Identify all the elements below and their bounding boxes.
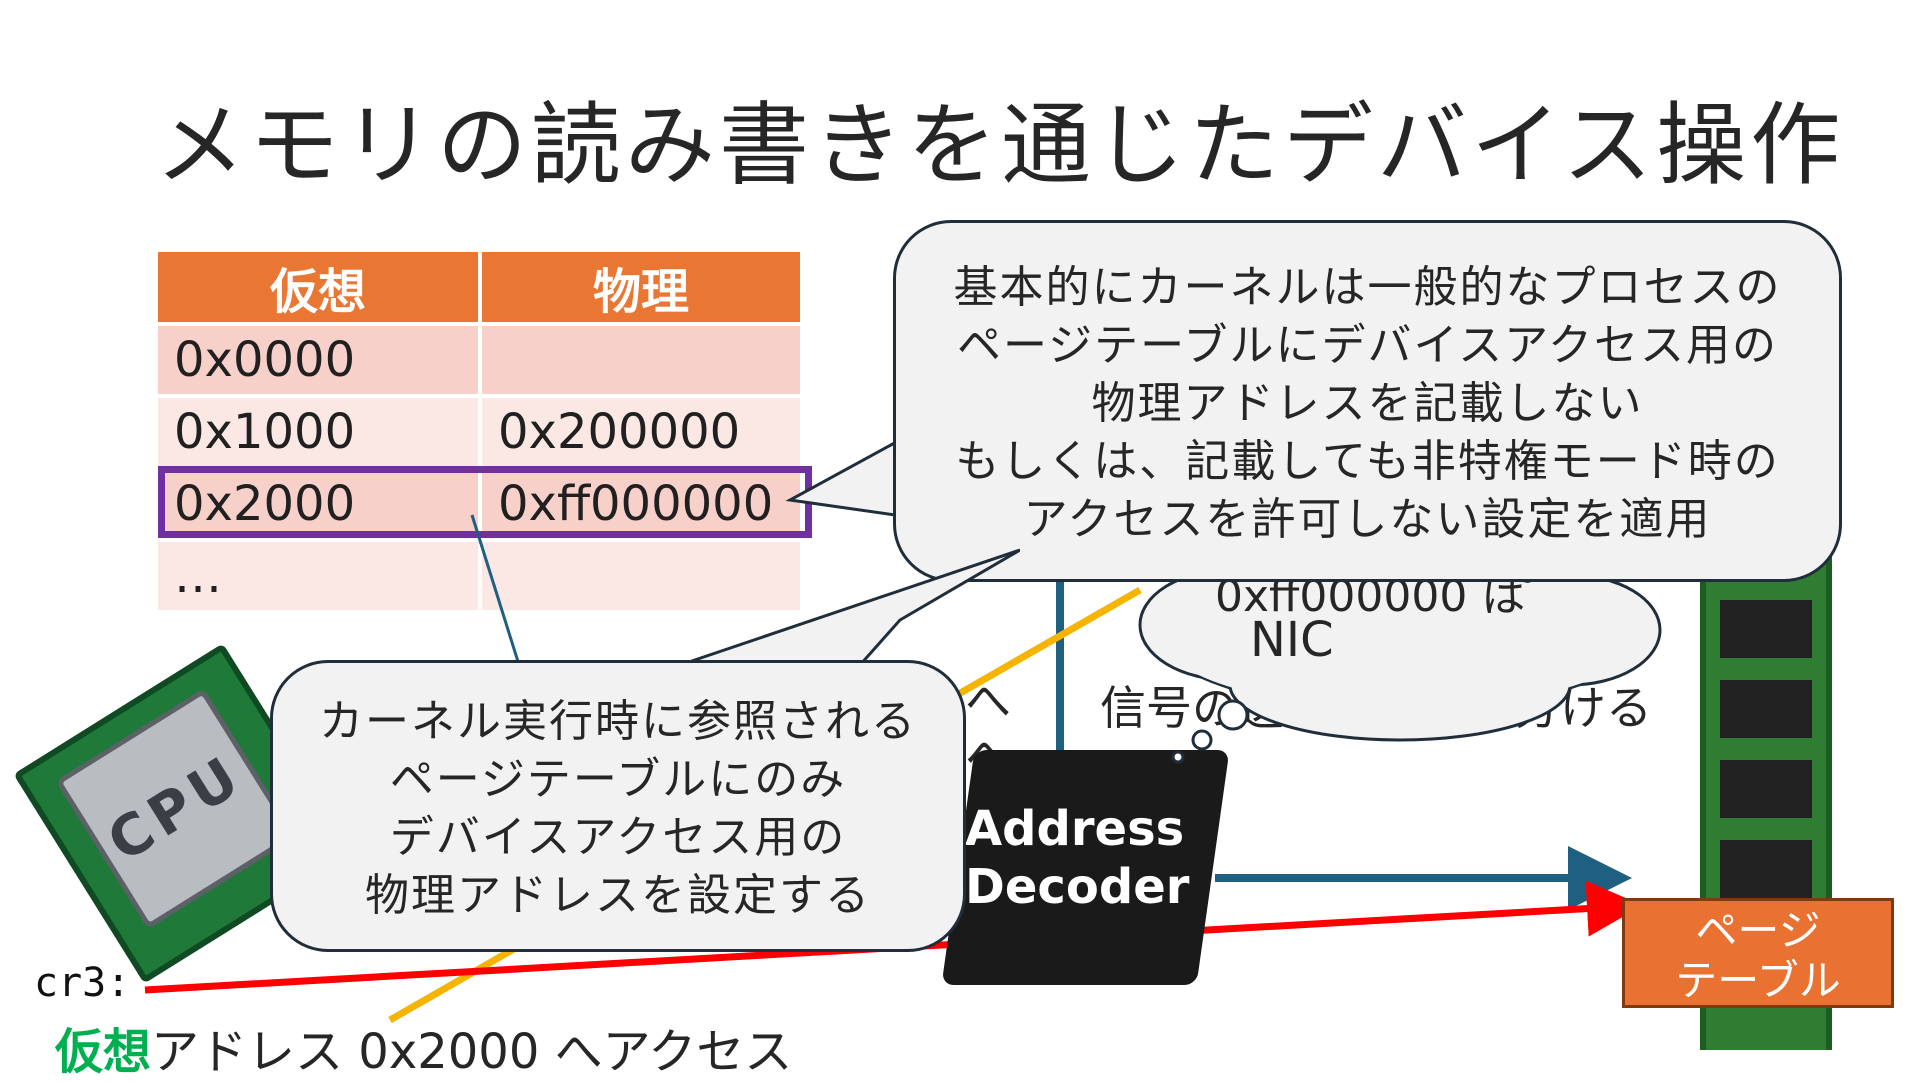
footer-rest: アドレス 0x2000 へアクセス [151, 1024, 793, 1080]
page-table-header: 仮想 物理 [158, 252, 804, 326]
table-row: … [158, 540, 804, 614]
callout-main-lower-tail [679, 548, 1020, 667]
page-table-box: ページ テーブル [1622, 898, 1894, 1008]
callout-main: 基本的にカーネルは一般的なプロセスの ページテーブルにデバイスアクセス用の 物理… [893, 220, 1842, 582]
thought-cloud [1138, 558, 1662, 764]
page-table-box-line2: テーブル [1675, 956, 1841, 1005]
callout-main-line: アクセスを許可しない設定を適用 [1023, 494, 1712, 545]
cell-physical: 0xff000000 [480, 468, 804, 542]
callout-main-line: 基本的にカーネルは一般的なプロセスの [953, 262, 1782, 313]
memory-chip-icon [1720, 840, 1812, 898]
callout-main-line: もしくは、記載しても非特権モード時の [955, 436, 1780, 487]
callout-kernel-line: デバイスアクセス用の [389, 812, 847, 863]
table-row: 0x1000 0x200000 [158, 396, 804, 470]
callout-main-line: ページテーブルにデバイスアクセス用の [957, 320, 1778, 371]
table-row: 0x0000 [158, 324, 804, 398]
footer-caption: 仮想アドレス 0x2000 へアクセス [55, 1012, 792, 1082]
cell-virtual: … [158, 540, 482, 614]
arrow-text-a: へ [965, 674, 1011, 728]
header-physical: 物理 [480, 252, 804, 326]
callout-main-line: 物理アドレスを記載しない [1091, 378, 1644, 429]
cell-virtual: 0x0000 [158, 324, 482, 398]
decoder-label-line2: Decoder [965, 859, 1190, 915]
callout-kernel-line: カーネル実行時に参照される [319, 696, 917, 747]
cell-physical: 0x200000 [480, 396, 804, 470]
memory-chip-icon [1720, 680, 1812, 738]
memory-chip-icon [1720, 600, 1812, 658]
callout-kernel: カーネル実行時に参照される ページテーブルにのみ デバイスアクセス用の 物理アド… [270, 660, 966, 952]
cr3-label: cr3: [34, 960, 131, 1006]
cpu-label: CPU [55, 688, 297, 930]
footer-accent: 仮想 [55, 1024, 152, 1080]
decoder-label-line1: Address [965, 801, 1185, 857]
callout-kernel-line: ページテーブルにのみ [389, 754, 847, 805]
memory-chip-icon [1720, 760, 1812, 818]
header-virtual: 仮想 [158, 252, 482, 326]
address-decoder-label: Address Decoder [965, 800, 1189, 916]
cell-physical [480, 324, 804, 398]
page-table-box-line1: ページ [1695, 906, 1821, 955]
cell-physical [480, 540, 804, 614]
cell-virtual: 0x1000 [158, 396, 482, 470]
pointer-line [470, 514, 522, 669]
slide-title: メモリの読み書きを通じたデバイス操作 [155, 93, 1845, 198]
cloud-line2: NIC [1250, 612, 1334, 668]
table-row: 0x2000 0xff000000 [158, 468, 804, 542]
cell-virtual: 0x2000 [158, 468, 482, 542]
callout-kernel-line: 物理アドレスを設定する [365, 870, 871, 921]
page-table: 仮想 物理 0x0000 0x1000 0x200000 0x2000 0xff… [158, 252, 804, 614]
